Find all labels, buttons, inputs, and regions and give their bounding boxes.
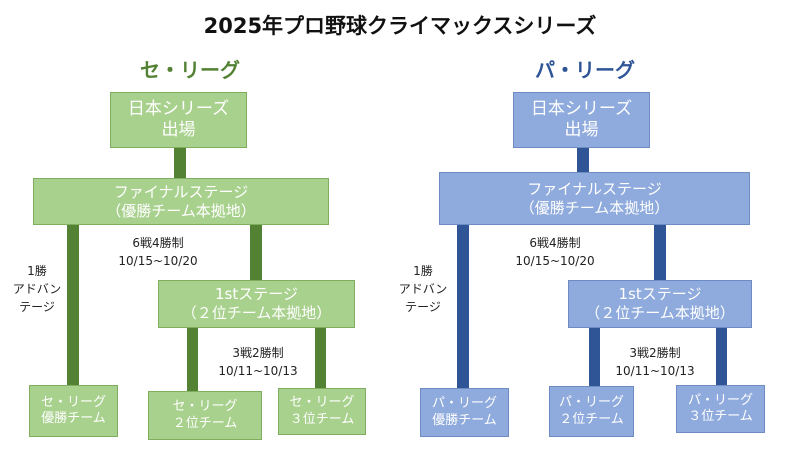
format-text: 6戦4勝制 xyxy=(529,236,581,250)
date-range-text: 10/11~10/13 xyxy=(218,364,298,378)
box-label: パ・リーグ xyxy=(558,395,624,411)
japan-series-box: 日本シリーズ出場 xyxy=(110,92,247,148)
final-format-note: 6戦4勝制 10/15~10/20 xyxy=(505,234,605,270)
first-stage-box: 1stステージ（２位チーム本拠地） xyxy=(568,280,752,328)
connector-line xyxy=(315,326,326,390)
box-label: セ・リーグ xyxy=(40,394,106,410)
box-label: ２位チーム xyxy=(172,415,238,431)
box-label: ファイナルステージ xyxy=(113,182,249,201)
connector-line xyxy=(187,326,198,393)
date-range-text: 10/11~10/13 xyxy=(615,364,695,378)
box-label: ２位チーム xyxy=(559,411,624,427)
box-label: ファイナルステージ xyxy=(527,179,662,198)
final-format-note: 6戦4勝制 10/15~10/20 xyxy=(108,234,208,270)
team-box-1st: パ・リーグ優勝チーム xyxy=(420,388,509,437)
date-range-text: 10/15~10/20 xyxy=(515,254,595,268)
advantage-text: テージ xyxy=(405,300,441,314)
format-text: 3戦2勝制 xyxy=(232,346,284,360)
final-stage-box: ファイナルステージ（優勝チーム本拠地） xyxy=(439,172,750,225)
format-text: 6戦4勝制 xyxy=(132,236,184,250)
advantage-text: テージ xyxy=(19,300,55,314)
format-text: 3戦2勝制 xyxy=(629,346,681,360)
box-label: 優勝チーム xyxy=(432,412,497,428)
advantage-text: 1勝 xyxy=(413,264,433,278)
box-label: ３位チーム xyxy=(289,411,355,427)
box-label: 1stステージ xyxy=(215,285,298,304)
advantage-note: 1勝アドバンテージ xyxy=(12,262,62,316)
advantage-note: 1勝アドバンテージ xyxy=(398,262,448,316)
box-label: 出場 xyxy=(564,120,599,140)
box-label: （２位チーム本拠地） xyxy=(585,304,735,322)
box-label: パ・リーグ xyxy=(687,392,753,408)
central-league-heading: セ・リーグ xyxy=(140,58,240,82)
advantage-text: アドバン xyxy=(12,282,62,296)
box-label: パ・リーグ xyxy=(431,396,497,412)
final-stage-box: ファイナルステージ（優勝チーム本拠地） xyxy=(33,178,329,225)
connector-line xyxy=(457,223,469,390)
team-box-1st: セ・リーグ優勝チーム xyxy=(29,385,118,437)
connector-line xyxy=(174,146,186,180)
connector-line xyxy=(577,146,589,174)
connector-line xyxy=(67,223,79,387)
first-stage-box: 1stステージ（２位チーム本拠地） xyxy=(158,280,355,328)
advantage-text: アドバン xyxy=(398,282,448,296)
box-label: （２位チーム本拠地） xyxy=(181,304,332,322)
connector-line xyxy=(654,223,666,282)
page-title: 2025年プロ野球クライマックスシリーズ xyxy=(203,14,597,38)
advantage-text: 1勝 xyxy=(27,264,47,278)
connector-line xyxy=(589,326,600,388)
first-format-note: 3戦2勝制 10/11~10/13 xyxy=(605,344,705,380)
box-label: （優勝チーム本拠地） xyxy=(106,201,256,220)
box-label: 優勝チーム xyxy=(41,411,106,426)
box-label: （優勝チーム本拠地） xyxy=(519,198,670,217)
connector-line xyxy=(250,223,262,282)
box-label: 日本シリーズ xyxy=(127,98,230,119)
box-label: 出場 xyxy=(161,120,196,140)
box-label: セ・リーグ xyxy=(172,399,238,415)
connector-line xyxy=(716,326,727,387)
box-label: 1stステージ xyxy=(618,285,702,304)
box-label: セ・リーグ xyxy=(289,395,355,411)
box-label: 日本シリーズ xyxy=(530,98,633,119)
first-format-note: 3戦2勝制 10/11~10/13 xyxy=(208,344,308,380)
japan-series-box: 日本シリーズ出場 xyxy=(513,92,650,148)
pacific-league-heading: パ・リーグ xyxy=(535,58,635,82)
box-label: ３位チーム xyxy=(688,409,753,424)
date-range-text: 10/15~10/20 xyxy=(118,254,198,268)
